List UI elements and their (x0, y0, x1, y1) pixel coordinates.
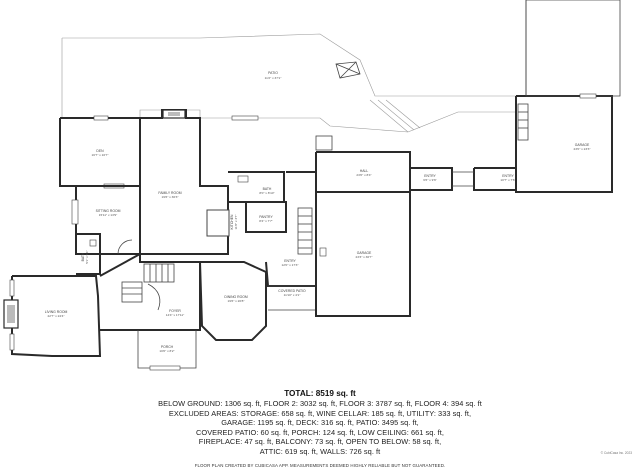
summary-line-1: BELOW GROUND: 1306 sq. ft, FLOOR 2: 3032… (158, 399, 482, 408)
covered-patio-dims: 11'10" x 4'1" (284, 293, 301, 297)
sitting-room: SITTING ROOM 15'11" x 13'9" (71, 185, 141, 255)
small-bath-dims: 5'1" x 5'1" (85, 250, 89, 264)
patio-name: PATIO (268, 71, 278, 75)
entry-small-dims: 6'6" x 9'6" (423, 178, 437, 182)
disclaimer-text: FLOOR PLAN CREATED BY CUBICASA APP. MEAS… (194, 462, 446, 468)
top-windows (93, 115, 259, 189)
garage-right-name: GARAGE (575, 143, 590, 147)
entry-small: ENTRY 6'6" x 9'6" (410, 167, 453, 191)
family-room: FAMILY ROOM 19'6" x 36'3" KITCHEN 11'8" … (139, 109, 238, 255)
porch-name: PORCH (161, 345, 174, 349)
pantry-name: PANTRY (259, 215, 273, 219)
sitting-room-dims: 15'11" x 13'9" (99, 213, 117, 217)
foyer-dims: 14'4" x 17'11" (166, 313, 184, 317)
porch-area: PORCH 10'0" x 8'2" (137, 330, 197, 371)
pantry-room: PANTRY 8'4" x 7'7" (245, 201, 287, 233)
dining-room: DINING ROOM 19'6" x 20'8" (199, 261, 267, 341)
den-room: DEN 16'7" x 16'7" (59, 117, 141, 187)
small-bath-name: BATH (81, 252, 85, 261)
entry-small-name: ENTRY (424, 174, 436, 178)
entry-right: ENTRY 10'7" x 7'6" (452, 167, 517, 191)
living-room-name: LIVING ROOM (45, 310, 68, 314)
living-room: LIVING ROOM 22'7" x 24'4" (3, 275, 102, 357)
living-room-dims: 22'7" x 24'4" (48, 314, 65, 318)
entry-center: ENTRY 12'0" x 17'3" (265, 171, 317, 287)
entry-center-dims: 12'0" x 17'3" (282, 263, 299, 267)
pantry-dims: 8'4" x 7'7" (259, 219, 273, 223)
credit-text: © CubiCasa Inc. 2023 (600, 451, 632, 455)
family-room-dims: 19'6" x 36'3" (162, 195, 179, 199)
entry-right-dims: 10'7" x 7'6" (500, 178, 515, 182)
bath-dims: 8'0" x 8'10" (259, 191, 274, 195)
sitting-room-name: SITTING ROOM (96, 209, 121, 213)
summary-line-4: COVERED PATIO: 60 sq. ft, PORCH: 124 sq.… (196, 427, 444, 437)
garage-main: GARAGE 23'3" x 36'7" (315, 191, 411, 317)
dining-room-dims: 19'6" x 20'8" (228, 299, 245, 303)
patio-area: PATIO 11'2" x 37'1" (61, 33, 517, 133)
kitchen-island-dims: 11'8" x 3'7" (234, 214, 238, 229)
area-summary: TOTAL: 8519 sq. ft BELOW GROUND: 1306 sq… (0, 388, 640, 470)
patio-dims: 11'2" x 37'1" (265, 76, 282, 80)
entry-right-name: ENTRY (502, 174, 514, 178)
hall-room: HALL 23'0" x 8'4" (315, 135, 411, 193)
covered-patio-name: COVERED PATIO (278, 289, 306, 293)
bath-name: BATH (263, 187, 272, 191)
garage-right-dims: 23'0" x 23'3" (574, 147, 591, 151)
covered-patio: COVERED PATIO 11'10" x 4'1" (268, 285, 317, 311)
den-name: DEN (96, 149, 104, 153)
summary-line-6: ATTIC: 619 sq. ft, WALLS: 726 sq. ft (259, 446, 381, 456)
den-dims: 16'7" x 16'7" (92, 153, 109, 157)
summary-line-5: FIREPLACE: 47 sq. ft, BALCONY: 73 sq. ft… (198, 437, 442, 447)
summary-line-3: GARAGE: 1195 sq. ft, DECK: 316 sq. ft, P… (221, 418, 419, 428)
summary-line-2: EXCLUDED AREAS: STORAGE: 658 sq. ft, WIN… (168, 408, 472, 418)
garage-main-dims: 23'3" x 36'7" (356, 255, 373, 259)
floor-plan: PATIO 11'2" x 37'1" DEN 16'7" x 16'7" FA… (3, 0, 621, 371)
foyer-name: FOYER (169, 309, 181, 313)
bath-room: BATH 8'0" x 8'10" (228, 171, 285, 203)
garage-main-name: GARAGE (357, 251, 372, 255)
foyer-room: FOYER 14'4" x 17'11" (99, 252, 201, 331)
dining-room-name: DINING ROOM (224, 295, 248, 299)
family-room-name: FAMILY ROOM (158, 191, 181, 195)
total-area: TOTAL: 8519 sq. ft (284, 389, 356, 398)
kitchen-island-name: KITCHEN (230, 214, 234, 229)
porch-dims: 10'0" x 8'2" (159, 349, 174, 353)
garage-right: GARAGE 23'0" x 23'3" (515, 0, 621, 193)
small-bath: BATH 5'1" x 5'1" (76, 233, 101, 275)
hall-dims: 23'0" x 8'4" (356, 173, 371, 177)
hall-name: HALL (360, 169, 369, 173)
entry-center-name: ENTRY (284, 259, 296, 263)
